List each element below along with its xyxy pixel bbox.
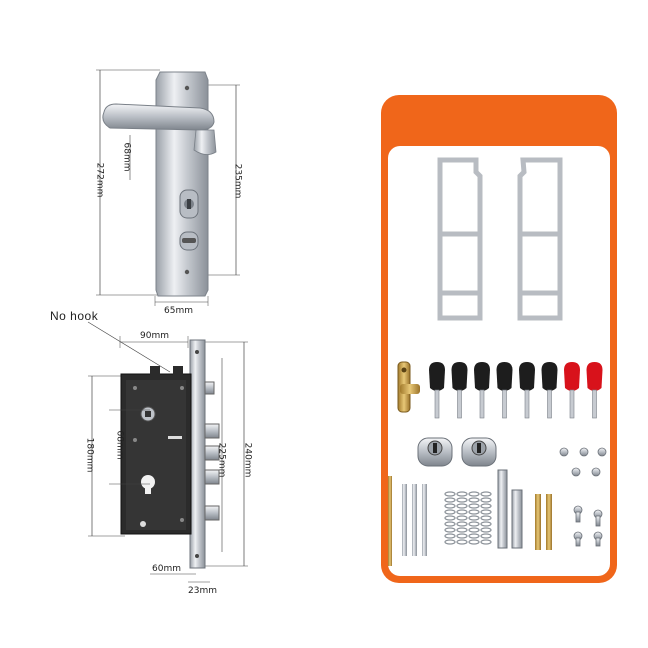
key-blade	[434, 389, 440, 419]
handle-screw-distance: 235mm	[232, 163, 243, 199]
lock-cylinder	[397, 361, 420, 413]
lock-height: 180mm	[84, 437, 95, 473]
long-bolts	[388, 476, 427, 566]
spring-coil	[444, 539, 456, 545]
small-screws	[559, 447, 607, 547]
spring-coil	[468, 509, 480, 515]
key-head	[564, 362, 580, 391]
spring-coil	[468, 491, 480, 497]
key-blade	[592, 389, 597, 419]
cylinder-covers	[417, 437, 497, 467]
backset: 60mm	[152, 564, 181, 574]
key-head	[541, 362, 558, 391]
key-head	[519, 362, 535, 391]
spring-coil	[480, 509, 492, 515]
spring-coil	[480, 527, 492, 533]
spring-coil	[480, 515, 492, 521]
spring-coil	[480, 497, 492, 503]
keys	[429, 362, 603, 419]
spring-coil	[480, 533, 492, 539]
key-blade	[524, 389, 530, 419]
key-blade	[502, 389, 507, 419]
spring-coil	[456, 503, 468, 509]
spring-coil	[444, 503, 456, 509]
key-blade	[479, 389, 485, 419]
spring-coil	[468, 533, 480, 539]
springs	[444, 491, 492, 545]
spring-coil	[444, 521, 456, 527]
lock-screw-distance: 225mm	[216, 442, 227, 478]
spring-coil	[468, 497, 480, 503]
no-hook-label: No hook	[50, 309, 99, 323]
spring-coil	[456, 527, 468, 533]
handle-drawing	[96, 69, 240, 306]
key-head	[451, 362, 468, 391]
handle-total-height: 272mm	[94, 162, 105, 198]
spring-coil	[444, 509, 456, 515]
spring-coil	[456, 533, 468, 539]
key-head	[496, 362, 513, 391]
spring-coil	[456, 497, 468, 503]
spring-coil	[456, 539, 468, 545]
key-blade	[569, 389, 575, 419]
handle-width: 65mm	[164, 306, 193, 316]
spring-coil	[468, 527, 480, 533]
lock-body-drawing	[87, 321, 248, 583]
spring-coil	[480, 491, 492, 497]
key-blade	[547, 389, 552, 419]
spring-coil	[456, 509, 468, 515]
spring-coil	[456, 521, 468, 527]
spring-coil	[444, 527, 456, 533]
key-head	[429, 362, 445, 391]
spring-coil	[480, 539, 492, 545]
spring-coil	[468, 539, 480, 545]
lock-spindle-distance: 68mm	[114, 430, 125, 460]
spring-coil	[444, 491, 456, 497]
key-head	[586, 362, 603, 391]
trim-gaskets	[437, 157, 563, 321]
spring-coil	[480, 521, 492, 527]
spring-coil	[444, 497, 456, 503]
handle-spindle-distance: 68mm	[121, 142, 132, 172]
spring-coil	[468, 521, 480, 527]
spindles	[497, 469, 552, 550]
spring-coil	[444, 515, 456, 521]
spring-coil	[456, 491, 468, 497]
key-blade	[457, 389, 462, 419]
lock-width: 90mm	[140, 331, 169, 341]
spring-coil	[468, 503, 480, 509]
faceplate-height: 240mm	[242, 442, 253, 478]
spring-coil	[468, 515, 480, 521]
spring-coil	[444, 533, 456, 539]
faceplate-width: 23mm	[188, 586, 217, 596]
key-head	[474, 362, 490, 391]
spring-coil	[456, 515, 468, 521]
spring-coil	[480, 503, 492, 509]
